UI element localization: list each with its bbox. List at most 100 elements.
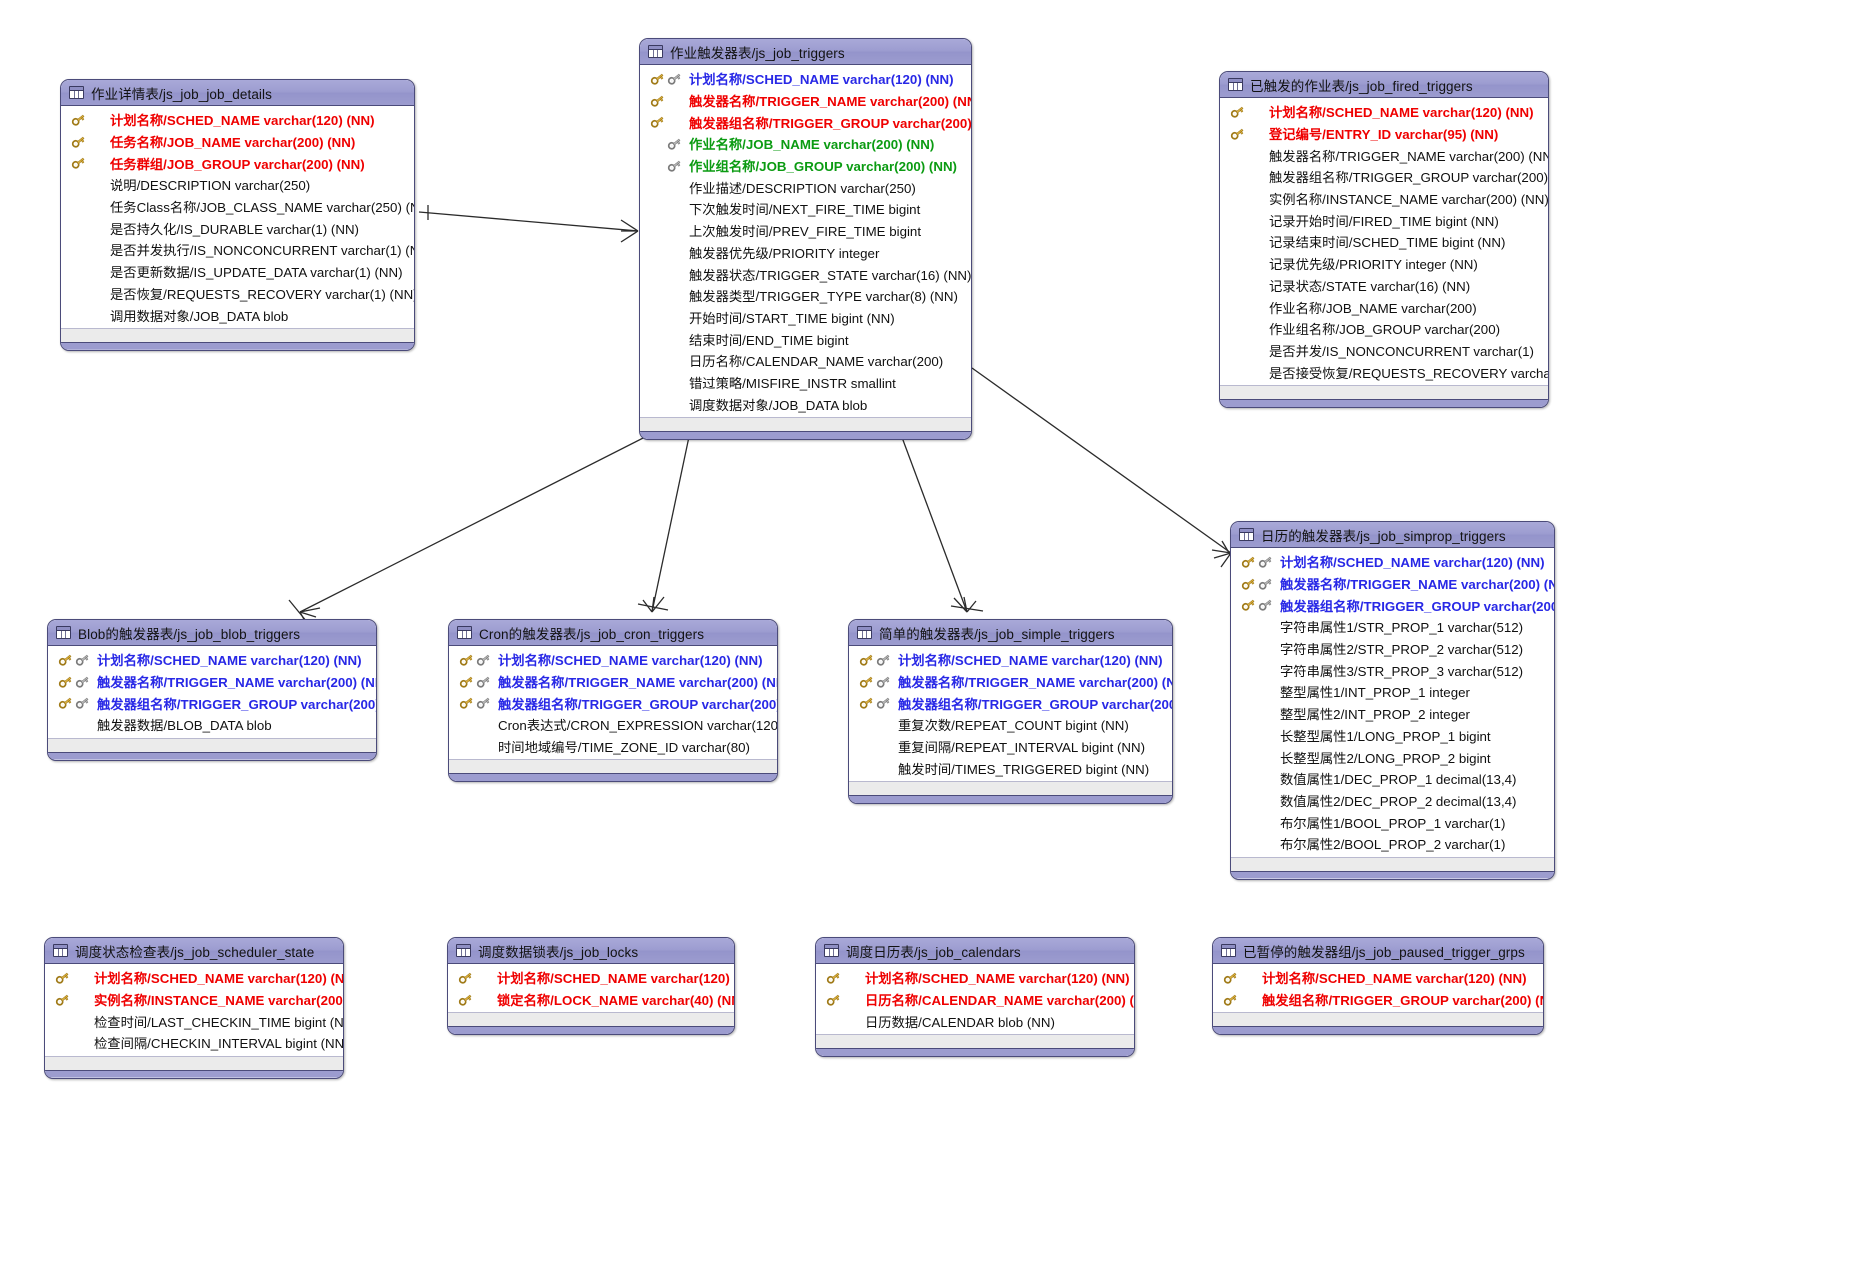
entity-header-blob_triggers[interactable]: Blob的触发器表/js_job_blob_triggers	[48, 620, 376, 646]
column-row[interactable]: 触发器名称/TRIGGER_NAME varchar(200) (NN)	[640, 90, 971, 112]
column-row[interactable]: 计划名称/SCHED_NAME varchar(120) (NN)	[448, 967, 734, 989]
column-row[interactable]: 重复间隔/REPEAT_INTERVAL bigint (NN)	[849, 736, 1172, 758]
column-row[interactable]: 是否持久化/IS_DURABLE varchar(1) (NN)	[61, 217, 414, 239]
column-row[interactable]: 实例名称/INSTANCE_NAME varchar(200) (NN)	[1220, 188, 1548, 210]
column-row[interactable]: 计划名称/SCHED_NAME varchar(120) (NN)	[45, 967, 343, 989]
entity-table-job_details[interactable]: 作业详情表/js_job_job_details 计划名称/SCHED_NAME …	[60, 79, 415, 351]
column-row[interactable]: 触发器名称/TRIGGER_NAME varchar(200) (NN)	[1231, 573, 1554, 595]
column-row[interactable]: 下次触发时间/NEXT_FIRE_TIME bigint	[640, 198, 971, 220]
column-row[interactable]: 调度数据对象/JOB_DATA blob	[640, 393, 971, 415]
column-row[interactable]: 触发器数据/BLOB_DATA blob	[48, 714, 376, 736]
column-row[interactable]: 触发时间/TIMES_TRIGGERED bigint (NN)	[849, 757, 1172, 779]
column-row[interactable]: 字符串属性2/STR_PROP_2 varchar(512)	[1231, 638, 1554, 660]
column-row[interactable]: 结束时间/END_TIME bigint	[640, 328, 971, 350]
column-row[interactable]: 记录开始时间/FIRED_TIME bigint (NN)	[1220, 209, 1548, 231]
entity-table-blob_triggers[interactable]: Blob的触发器表/js_job_blob_triggers 计划名称/SCHED…	[47, 619, 377, 761]
column-row[interactable]: 日历名称/CALENDAR_NAME varchar(200)	[640, 350, 971, 372]
column-row[interactable]: 触发器名称/TRIGGER_NAME varchar(200) (NN)	[48, 671, 376, 693]
column-row[interactable]: 时间地域编号/TIME_ZONE_ID varchar(80)	[449, 736, 777, 758]
column-row[interactable]: 记录结束时间/SCHED_TIME bigint (NN)	[1220, 231, 1548, 253]
column-row[interactable]: 检查间隔/CHECKIN_INTERVAL bigint (NN)	[45, 1032, 343, 1054]
column-row[interactable]: 重复次数/REPEAT_COUNT bigint (NN)	[849, 714, 1172, 736]
column-row[interactable]: 字符串属性3/STR_PROP_3 varchar(512)	[1231, 659, 1554, 681]
column-row[interactable]: 是否恢复/REQUESTS_RECOVERY varchar(1) (NN)	[61, 283, 414, 305]
column-row[interactable]: 记录优先级/PRIORITY integer (NN)	[1220, 253, 1548, 275]
entity-table-calendars[interactable]: 调度日历表/js_job_calendars 计划名称/SCHED_NAME va…	[815, 937, 1135, 1058]
entity-table-job_triggers[interactable]: 作业触发器表/js_job_triggers 计划名称/SCHED_NAME va…	[639, 38, 972, 440]
entity-header-locks[interactable]: 调度数据锁表/js_job_locks	[448, 938, 734, 964]
column-row[interactable]: 计划名称/SCHED_NAME varchar(120) (NN)	[1213, 967, 1543, 989]
column-row[interactable]: 触发器组名称/TRIGGER_GROUP varchar(200) (NN)	[849, 692, 1172, 714]
column-row[interactable]: 是否接受恢复/REQUESTS_RECOVERY varchar(1)	[1220, 361, 1548, 383]
column-row[interactable]: 上次触发时间/PREV_FIRE_TIME bigint	[640, 220, 971, 242]
column-row[interactable]: 作业组名称/JOB_GROUP varchar(200)	[1220, 318, 1548, 340]
column-row[interactable]: 触发器名称/TRIGGER_NAME varchar(200) (NN)	[849, 671, 1172, 693]
entity-header-job_triggers[interactable]: 作业触发器表/js_job_triggers	[640, 39, 971, 65]
column-row[interactable]: 作业名称/JOB_NAME varchar(200) (NN)	[640, 133, 971, 155]
column-row[interactable]: 数值属性1/DEC_PROP_1 decimal(13,4)	[1231, 768, 1554, 790]
entity-header-scheduler_state[interactable]: 调度状态检查表/js_job_scheduler_state	[45, 938, 343, 964]
entity-header-fired_triggers[interactable]: 已触发的作业表/js_job_fired_triggers	[1220, 72, 1548, 98]
column-row[interactable]: 任务Class名称/JOB_CLASS_NAME varchar(250) (N…	[61, 196, 414, 218]
column-row[interactable]: 触发器状态/TRIGGER_STATE varchar(16) (NN)	[640, 263, 971, 285]
column-row[interactable]: 开始时间/START_TIME bigint (NN)	[640, 307, 971, 329]
column-row[interactable]: 说明/DESCRIPTION varchar(250)	[61, 174, 414, 196]
column-row[interactable]: 计划名称/SCHED_NAME varchar(120) (NN)	[816, 967, 1134, 989]
column-row[interactable]: 调用数据对象/JOB_DATA blob	[61, 304, 414, 326]
entity-header-simple_triggers[interactable]: 简单的触发器表/js_job_simple_triggers	[849, 620, 1172, 646]
column-row[interactable]: 触发器组名称/TRIGGER_GROUP varchar(200) (NN)	[449, 692, 777, 714]
column-row[interactable]: 计划名称/SCHED_NAME varchar(120) (NN)	[640, 68, 971, 90]
column-row[interactable]: 布尔属性2/BOOL_PROP_2 varchar(1)	[1231, 833, 1554, 855]
column-row[interactable]: 触发器名称/TRIGGER_NAME varchar(200) (NN)	[449, 671, 777, 693]
column-row[interactable]: 日历数据/CALENDAR blob (NN)	[816, 1010, 1134, 1032]
entity-table-simple_triggers[interactable]: 简单的触发器表/js_job_simple_triggers 计划名称/SCHED…	[848, 619, 1173, 805]
entity-table-locks[interactable]: 调度数据锁表/js_job_locks 计划名称/SCHED_NAME varch…	[447, 937, 735, 1036]
column-row[interactable]: Cron表达式/CRON_EXPRESSION varchar(120) (NN…	[449, 714, 777, 736]
column-row[interactable]: 触发器组名称/TRIGGER_GROUP varchar(200) (NN)	[1220, 166, 1548, 188]
column-row[interactable]: 作业名称/JOB_NAME varchar(200)	[1220, 296, 1548, 318]
column-row[interactable]: 记录状态/STATE varchar(16) (NN)	[1220, 275, 1548, 297]
entity-header-cron_triggers[interactable]: Cron的触发器表/js_job_cron_triggers	[449, 620, 777, 646]
column-row[interactable]: 错过策略/MISFIRE_INSTR smallint	[640, 372, 971, 394]
column-row[interactable]: 是否并发/IS_NONCONCURRENT varchar(1)	[1220, 340, 1548, 362]
entity-header-job_details[interactable]: 作业详情表/js_job_job_details	[61, 80, 414, 106]
column-row[interactable]: 触发器组名称/TRIGGER_GROUP varchar(200) (NN)	[1231, 594, 1554, 616]
entity-header-simprop_triggers[interactable]: 日历的触发器表/js_job_simprop_triggers	[1231, 522, 1554, 548]
column-row[interactable]: 数值属性2/DEC_PROP_2 decimal(13,4)	[1231, 790, 1554, 812]
column-row[interactable]: 是否并发执行/IS_NONCONCURRENT varchar(1) (NN)	[61, 239, 414, 261]
column-row[interactable]: 布尔属性1/BOOL_PROP_1 varchar(1)	[1231, 811, 1554, 833]
column-row[interactable]: 任务名称/JOB_NAME varchar(200) (NN)	[61, 131, 414, 153]
column-row[interactable]: 作业描述/DESCRIPTION varchar(250)	[640, 176, 971, 198]
column-row[interactable]: 计划名称/SCHED_NAME varchar(120) (NN)	[1231, 551, 1554, 573]
column-row[interactable]: 触发组名称/TRIGGER_GROUP varchar(200) (NN)	[1213, 989, 1543, 1011]
entity-header-paused_trigger_grps[interactable]: 已暂停的触发器组/js_job_paused_trigger_grps	[1213, 938, 1543, 964]
entity-table-simprop_triggers[interactable]: 日历的触发器表/js_job_simprop_triggers 计划名称/SCHE…	[1230, 521, 1555, 880]
column-row[interactable]: 计划名称/SCHED_NAME varchar(120) (NN)	[61, 109, 414, 131]
column-row[interactable]: 触发器名称/TRIGGER_NAME varchar(200) (NN)	[1220, 144, 1548, 166]
entity-header-calendars[interactable]: 调度日历表/js_job_calendars	[816, 938, 1134, 964]
column-row[interactable]: 检查时间/LAST_CHECKIN_TIME bigint (NN)	[45, 1010, 343, 1032]
column-row[interactable]: 长整型属性1/LONG_PROP_1 bigint	[1231, 725, 1554, 747]
entity-table-scheduler_state[interactable]: 调度状态检查表/js_job_scheduler_state 计划名称/SCHED…	[44, 937, 344, 1079]
column-row[interactable]: 计划名称/SCHED_NAME varchar(120) (NN)	[48, 649, 376, 671]
column-row[interactable]: 整型属性1/INT_PROP_1 integer	[1231, 681, 1554, 703]
column-row[interactable]: 整型属性2/INT_PROP_2 integer	[1231, 703, 1554, 725]
column-row[interactable]: 任务群组/JOB_GROUP varchar(200) (NN)	[61, 152, 414, 174]
column-row[interactable]: 作业组名称/JOB_GROUP varchar(200) (NN)	[640, 155, 971, 177]
column-row[interactable]: 触发器类型/TRIGGER_TYPE varchar(8) (NN)	[640, 285, 971, 307]
column-row[interactable]: 触发器组名称/TRIGGER_GROUP varchar(200) (NN)	[48, 692, 376, 714]
column-row[interactable]: 是否更新数据/IS_UPDATE_DATA varchar(1) (NN)	[61, 261, 414, 283]
column-row[interactable]: 字符串属性1/STR_PROP_1 varchar(512)	[1231, 616, 1554, 638]
column-row[interactable]: 锁定名称/LOCK_NAME varchar(40) (NN)	[448, 989, 734, 1011]
column-row[interactable]: 实例名称/INSTANCE_NAME varchar(200) (NN)	[45, 989, 343, 1011]
column-row[interactable]: 触发器组名称/TRIGGER_GROUP varchar(200) (NN)	[640, 111, 971, 133]
column-row[interactable]: 日历名称/CALENDAR_NAME varchar(200) (NN)	[816, 989, 1134, 1011]
column-row[interactable]: 登记编号/ENTRY_ID varchar(95) (NN)	[1220, 123, 1548, 145]
entity-table-fired_triggers[interactable]: 已触发的作业表/js_job_fired_triggers 计划名称/SCHED_…	[1219, 71, 1549, 408]
column-row[interactable]: 长整型属性2/LONG_PROP_2 bigint	[1231, 746, 1554, 768]
column-row[interactable]: 计划名称/SCHED_NAME varchar(120) (NN)	[849, 649, 1172, 671]
entity-table-paused_trigger_grps[interactable]: 已暂停的触发器组/js_job_paused_trigger_grps 计划名称/…	[1212, 937, 1544, 1036]
column-row[interactable]: 计划名称/SCHED_NAME varchar(120) (NN)	[1220, 101, 1548, 123]
column-row[interactable]: 触发器优先级/PRIORITY integer	[640, 242, 971, 264]
